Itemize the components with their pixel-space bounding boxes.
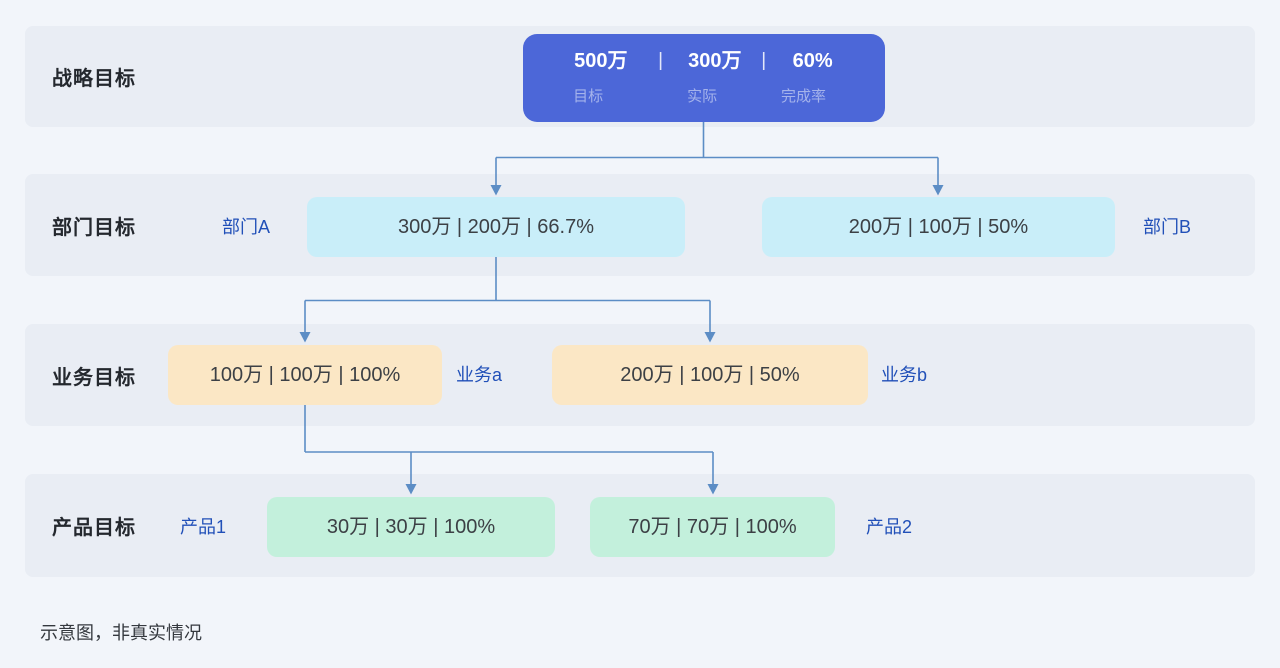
business-b-node: 200万 | 100万 | 50% <box>552 345 868 405</box>
product-1-node: 30万 | 30万 | 100% <box>267 497 555 557</box>
row-label-department: 部门目标 <box>52 216 136 239</box>
strategy-rate-value: 60% <box>792 50 833 72</box>
business-b-label: 业务b <box>881 365 928 385</box>
strategy-actual-caption: 实际 <box>687 88 718 105</box>
row-label-strategy: 战略目标 <box>52 68 136 90</box>
footnote-text: 示意图，非真实情况 <box>40 623 202 643</box>
value-separator: | <box>761 50 767 71</box>
product-2-node: 70万 | 70万 | 100% <box>590 497 835 557</box>
strategy-target-value: 500万 <box>574 50 628 72</box>
row-label-product: 产品目标 <box>52 517 136 539</box>
department-a-label: 部门A <box>222 217 271 237</box>
row-label-business: 业务目标 <box>52 366 136 389</box>
department-b-label: 部门B <box>1143 217 1192 237</box>
strategy-actual-value: 300万 <box>688 50 742 72</box>
business-a-label: 业务a <box>456 365 503 385</box>
department-a-node: 300万 | 200万 | 66.7% <box>307 197 685 257</box>
business-a-node: 100万 | 100万 | 100% <box>168 345 442 405</box>
product-2-label: 产品2 <box>866 517 913 537</box>
strategy-rate-caption: 完成率 <box>781 88 827 105</box>
department-b-node: 200万 | 100万 | 50% <box>762 197 1115 257</box>
product-1-label: 产品1 <box>180 517 227 537</box>
strategy-target-caption: 目标 <box>573 88 604 105</box>
value-separator: | <box>658 50 664 71</box>
strategy-goal-node: 500万 | 300万 | 60% 目标 实际 完成率 <box>523 34 885 122</box>
